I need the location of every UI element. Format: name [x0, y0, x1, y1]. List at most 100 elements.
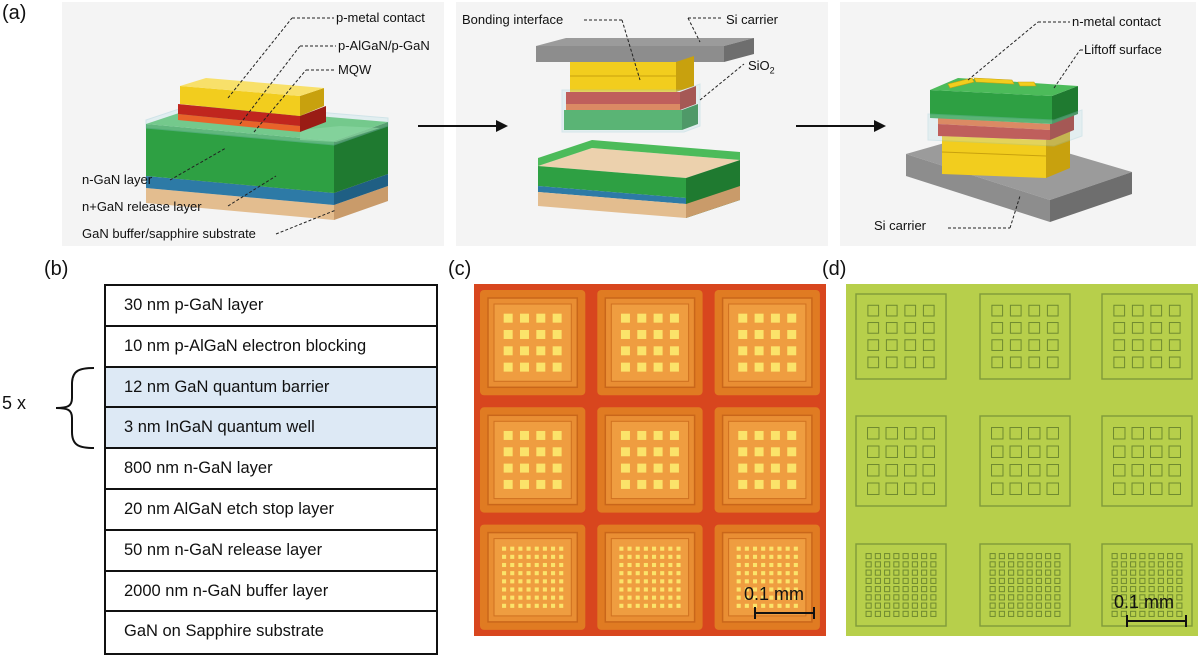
micro-led-pixel — [526, 571, 531, 576]
micro-led-pixel — [651, 587, 657, 592]
micro-pixel-outline — [1120, 602, 1127, 609]
arrow-step-2 — [796, 120, 886, 132]
micro-pixel-outline — [1167, 577, 1174, 584]
layer-row: 20 nm AlGaN etch stop layer — [106, 489, 436, 531]
micro-pixel-outline — [867, 304, 880, 317]
micro-pixel-outline — [1148, 594, 1155, 601]
micro-pixel-outline — [874, 553, 881, 560]
micro-pixel-outline — [998, 610, 1005, 617]
micro-pixel-outline — [1017, 561, 1024, 568]
micro-led-pixel — [651, 595, 657, 600]
micro-pixel-outline — [885, 339, 898, 351]
release-layer-side — [334, 174, 388, 205]
micro-led-pixel — [510, 579, 515, 584]
micro-pixel-outline — [1045, 602, 1052, 609]
layer-row: 10 nm p-AlGaN electron blocking — [106, 326, 436, 368]
micro-pixel-outline — [1111, 553, 1118, 560]
micro-led-pixel — [777, 587, 782, 592]
bond-passivation — [561, 83, 701, 133]
micro-pixel-outline — [1035, 586, 1042, 593]
micro-pixel-outline — [930, 602, 937, 609]
micro-pixel-outline — [1008, 602, 1015, 609]
scale-bar-label-d: 0.1 mm — [1114, 592, 1175, 612]
micro-pixel-outline — [904, 445, 917, 458]
micro-led-pixel — [777, 546, 782, 551]
micro-led-pixel — [770, 346, 780, 356]
micro-pixel-outline — [1148, 553, 1155, 560]
micro-led-pixel — [637, 430, 647, 440]
micro-led-pixel — [551, 603, 556, 608]
micro-pixel-outline — [902, 553, 909, 560]
micro-pixel-outline — [1176, 610, 1183, 617]
micro-led-pixel — [559, 571, 564, 576]
micro-frame — [855, 543, 947, 627]
micro-led-pixel — [619, 562, 624, 568]
micro-led-pixel — [651, 546, 657, 551]
micro-pixel-outline — [930, 561, 937, 568]
n-gan-side — [334, 122, 388, 193]
micro-pixel-outline — [1113, 322, 1126, 334]
micro-pixel-outline — [885, 482, 898, 495]
micro-pixel-outline — [1139, 586, 1146, 593]
micro-pixel-outline — [1017, 610, 1024, 617]
micro-pixel-outline — [930, 553, 937, 560]
si-base-side — [1050, 172, 1132, 222]
micro-pixel-outline — [874, 594, 881, 601]
micro-led-pixel — [526, 595, 531, 600]
micro-pixel-outline — [867, 464, 880, 477]
micro-pixel-outline — [1054, 586, 1061, 593]
micro-led-pixel — [519, 329, 529, 339]
micro-pixel-outline — [1045, 577, 1052, 584]
micro-pixel-outline — [1148, 569, 1155, 576]
micro-led-pixel — [627, 546, 632, 551]
micro-pixel-outline — [1017, 586, 1024, 593]
micro-pixel-outline — [1054, 602, 1061, 609]
micro-led-pixel — [559, 554, 564, 559]
micro-pixel-outline — [884, 561, 891, 568]
micro-pixel-outline — [893, 553, 900, 560]
micro-led-pixel — [752, 595, 758, 600]
micro-led-pixel — [620, 362, 630, 372]
bond-metal-front — [570, 62, 676, 92]
micro-led-pixel — [551, 579, 556, 584]
micro-pixel-outline — [1028, 427, 1041, 440]
micro-pixel-outline — [884, 553, 891, 560]
micro-led-pixel — [744, 603, 749, 608]
micro-led-pixel — [620, 346, 630, 356]
micro-pixel-outline — [867, 482, 880, 495]
micro-led-pixel — [738, 447, 748, 457]
micro-pixel-outline — [902, 561, 909, 568]
micro-pixel-outline — [1009, 482, 1022, 495]
micro-led-pixel — [519, 430, 529, 440]
micro-led-pixel — [787, 479, 797, 489]
micro-led-pixel — [619, 571, 624, 576]
micro-pixel-outline — [1045, 586, 1052, 593]
micro-pixel-outline — [1157, 569, 1164, 576]
micro-pixel-outline — [885, 445, 898, 458]
micro-pixel-outline — [1035, 577, 1042, 584]
micro-led-pixel — [770, 463, 780, 473]
micro-pixel-outline — [1167, 610, 1174, 617]
micro-pixel-outline — [991, 322, 1004, 334]
panel-label-a: (a) — [2, 2, 27, 24]
label-p-metal-contact: p-metal contact — [336, 10, 425, 25]
micro-frame — [855, 415, 947, 507]
micro-pixel-outline — [1176, 553, 1183, 560]
micro-led-pixel — [754, 346, 764, 356]
label-p-algan-pgan: p-AlGaN/p-GaN — [338, 38, 430, 53]
micro-pixel-outline — [1157, 594, 1164, 601]
micro-led-pixel — [619, 546, 624, 551]
micro-pixel-outline — [865, 586, 872, 593]
micro-led-pixel — [503, 362, 513, 372]
micro-led-pixel — [518, 579, 523, 584]
panel-label-b: (b) — [44, 258, 69, 280]
repeat-brace — [55, 367, 95, 449]
micro-led-pixel — [643, 562, 648, 568]
micro-led-pixel — [552, 430, 562, 440]
micro-pixel-outline — [1168, 304, 1181, 317]
micro-pixel-outline — [1157, 577, 1164, 584]
micro-led-pixel — [754, 313, 764, 323]
micro-pixel-outline — [902, 602, 909, 609]
micro-led-pixel — [651, 579, 657, 584]
micro-led-pixel — [519, 463, 529, 473]
